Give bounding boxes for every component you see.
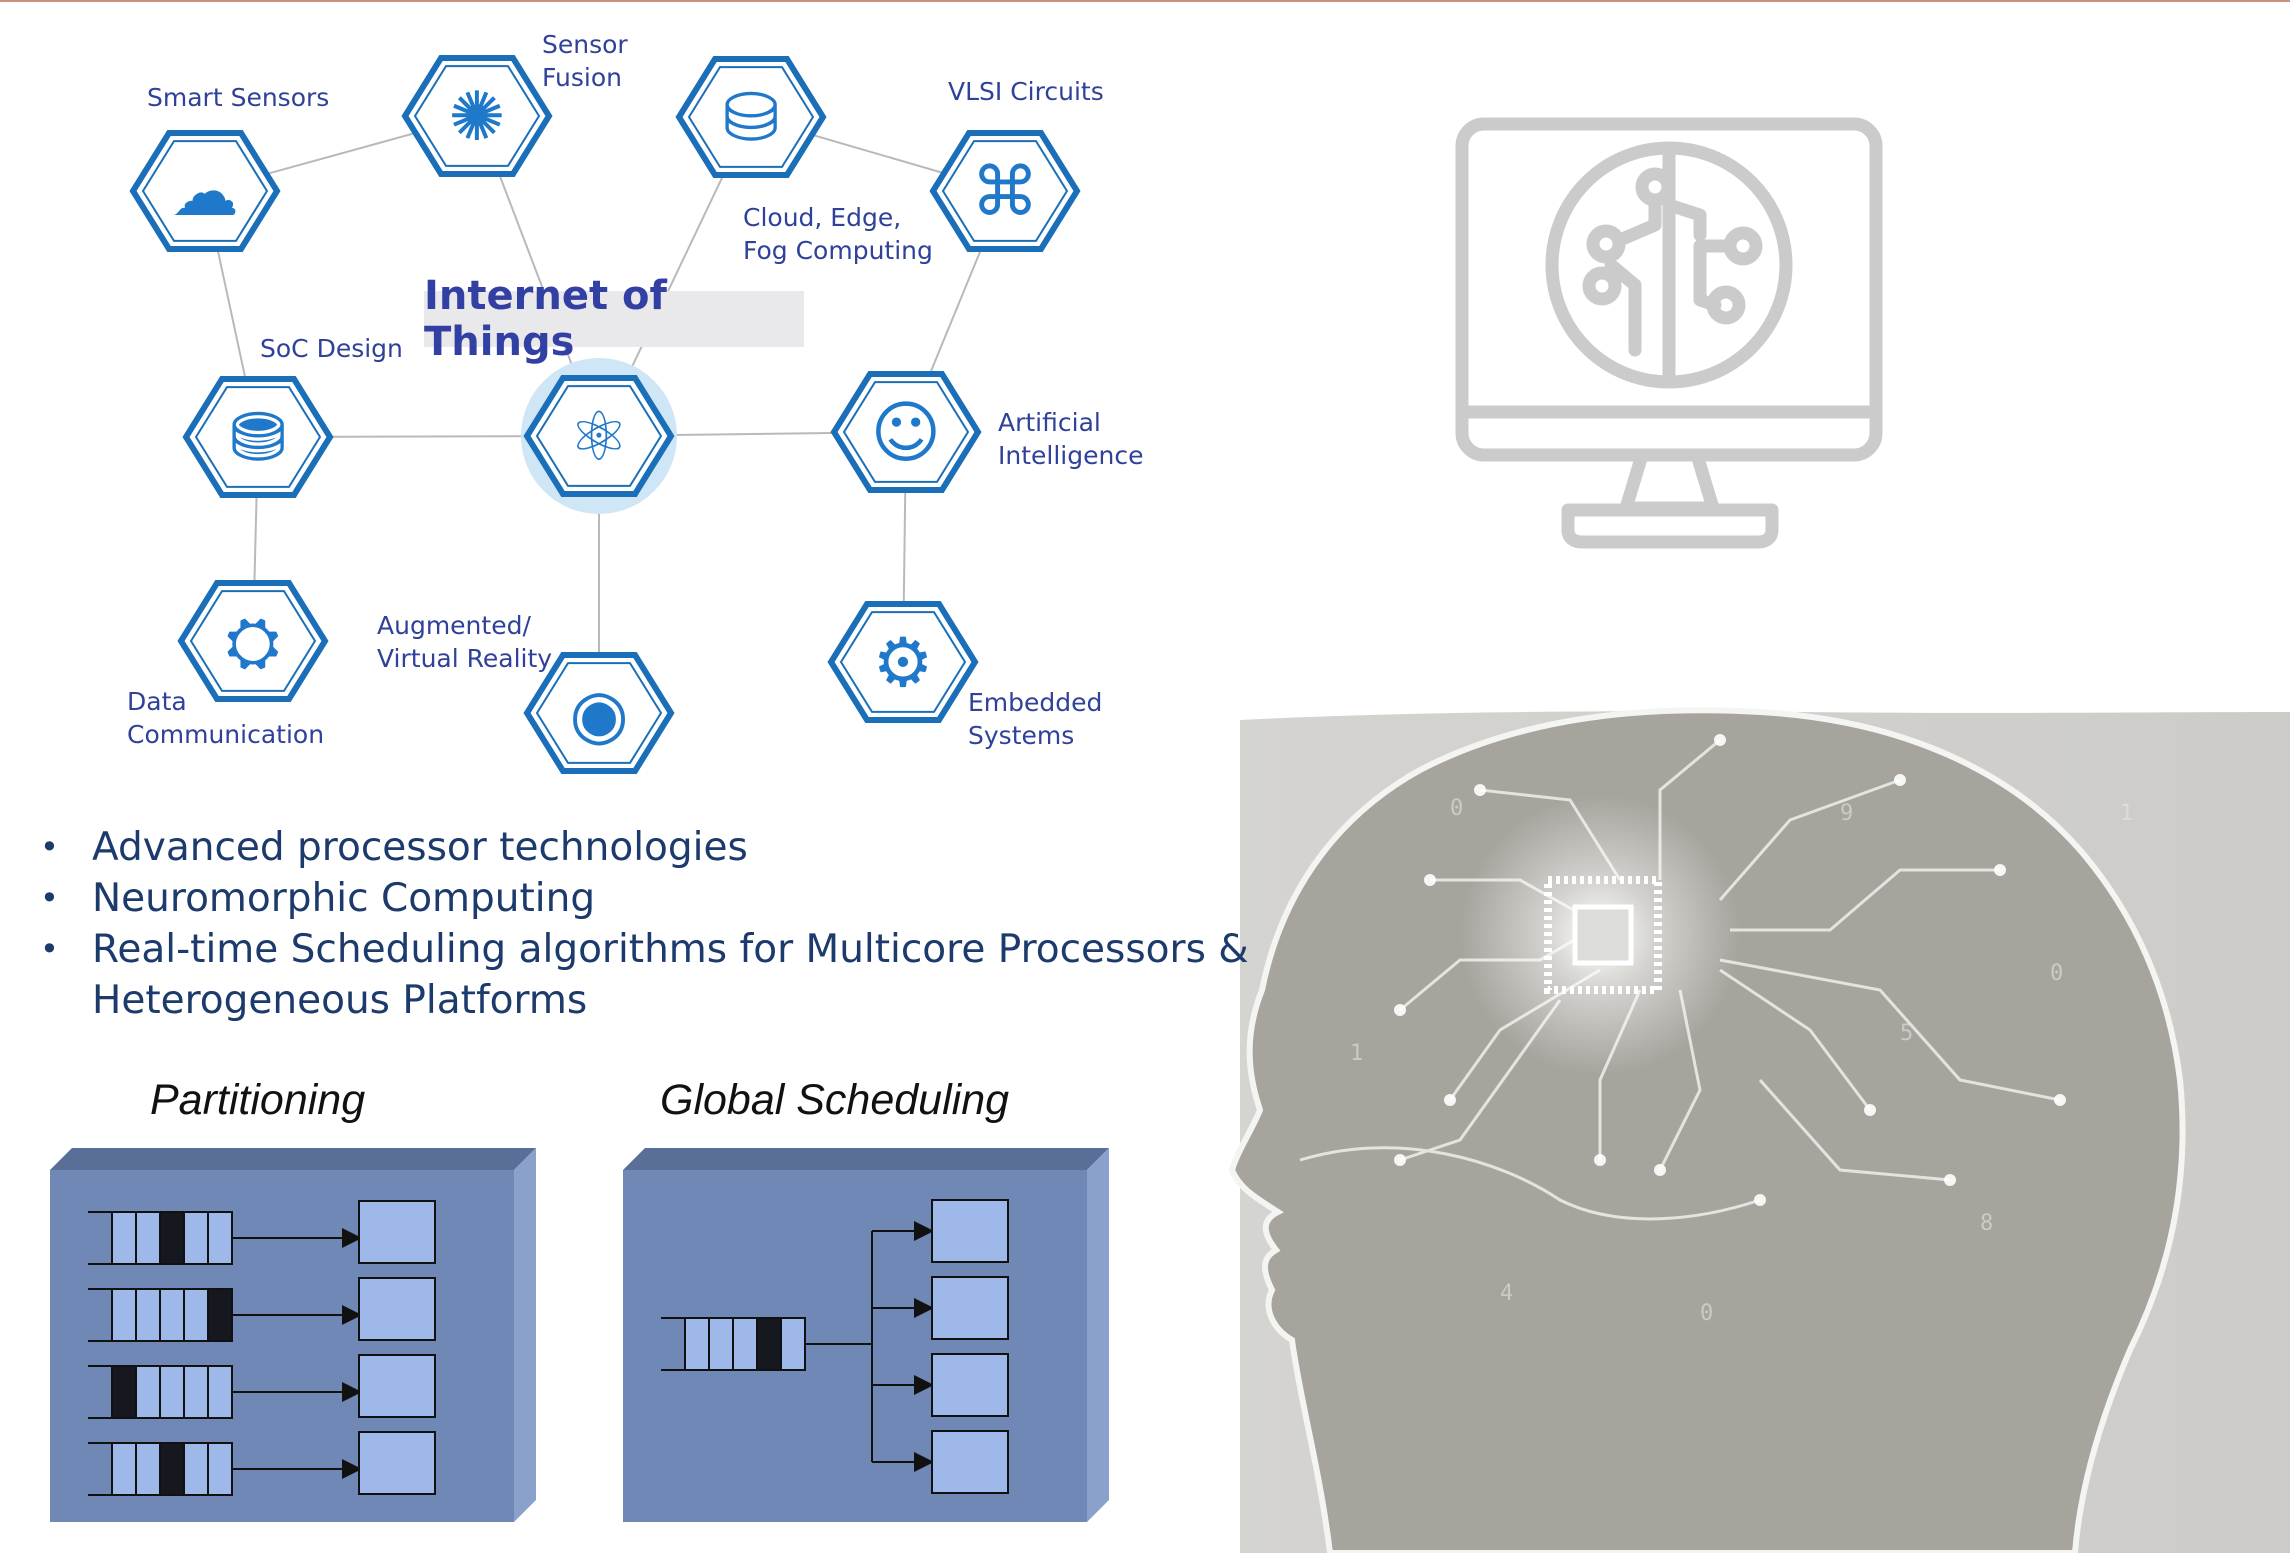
queue-slot [159, 1288, 185, 1342]
research-topics-list: Advanced processor technologies Neuromor… [40, 822, 1260, 1026]
processor-box [931, 1199, 1009, 1263]
processor-box [931, 1276, 1009, 1340]
queue-slot [183, 1288, 209, 1342]
queue-slot [780, 1317, 806, 1371]
cloud-icon: ⛁ [723, 79, 780, 158]
soc-icon: ⛃ [230, 399, 287, 478]
processor-box [931, 1430, 1009, 1494]
global-scheduling-diagram [623, 1148, 1109, 1522]
hex-node-ar-vr: ◉ [523, 652, 675, 774]
queue-slot [159, 1442, 185, 1496]
bullet-item: Neuromorphic Computing [40, 873, 1260, 924]
svg-text:0: 0 [2050, 961, 2063, 986]
partitioning-diagram [50, 1148, 536, 1522]
svg-text:1: 1 [1350, 1041, 1363, 1066]
hex-node-soc: ⛃ [182, 376, 334, 498]
svg-text:1: 1 [2120, 801, 2133, 826]
smart-sensors-icon: ☁ [171, 153, 239, 232]
processor-box [931, 1353, 1009, 1417]
hex-node-vlsi: ⌘ [929, 130, 1081, 252]
queue-slot [183, 1211, 209, 1265]
label-artificial-intelligence: Artificial Intelligence [998, 408, 1144, 470]
hex-node-sensor-fusion: ✺ [401, 55, 553, 177]
hex-node-smart-sensors: ☁ [129, 130, 281, 252]
queue-slot [135, 1288, 161, 1342]
top-accent-line [0, 0, 2290, 2]
ai-icon: ☺ [871, 394, 942, 473]
svg-text:4: 4 [1500, 1281, 1513, 1306]
svg-text:8: 8 [1980, 1211, 1993, 1236]
queue-slot [183, 1365, 209, 1419]
sensor-fusion-icon: ✺ [449, 78, 506, 157]
partitioning-title: Partitioning [150, 1076, 366, 1124]
hex-node-embedded: ⚙ [827, 601, 979, 723]
bullet-item: Advanced processor technologies [40, 822, 1260, 873]
hex-node-center: ⚛ [521, 358, 677, 514]
svg-text:5: 5 [1900, 1021, 1913, 1046]
global-scheduling-title: Global Scheduling [660, 1076, 1010, 1124]
hex-node-data-comm: ⛭ [177, 580, 329, 702]
label-soc-design: SoC Design [260, 334, 403, 363]
embedded-icon: ⚙ [873, 624, 934, 703]
svg-text:0: 0 [1700, 1301, 1713, 1326]
processor-box [358, 1431, 436, 1495]
queue-slot [207, 1442, 233, 1496]
center-icon: ⚛ [569, 398, 630, 477]
processor-box [358, 1354, 436, 1418]
queue-slot [684, 1317, 710, 1371]
processor-box [358, 1200, 436, 1264]
queue-slot [732, 1317, 758, 1371]
label-sensor-fusion: Sensor Fusion [542, 30, 628, 92]
queue-slot [111, 1365, 137, 1419]
queue-slot [708, 1317, 734, 1371]
queue-slot [111, 1442, 137, 1496]
label-data-communication: Data Communication [127, 687, 325, 749]
queue-slot [111, 1288, 137, 1342]
data-comm-icon: ⛭ [226, 603, 280, 682]
queue-slot [207, 1211, 233, 1265]
hex-node-cloud: ⛁ [675, 56, 827, 178]
queue-slot [135, 1365, 161, 1419]
label-augmented-virtual-reality: Augmented/ Virtual Reality [377, 611, 553, 673]
svg-text:0: 0 [1450, 796, 1463, 821]
label-cloud-edge-fog: Cloud, Edge, Fog Computing [743, 203, 933, 265]
processor-box [358, 1277, 436, 1341]
queue-slot [111, 1211, 137, 1265]
vlsi-icon: ⌘ [971, 153, 1039, 232]
ar-vr-icon: ◉ [569, 675, 628, 754]
label-vlsi-circuits: VLSI Circuits [948, 77, 1104, 106]
bullet-item: Real-time Scheduling algorithms for Mult… [40, 924, 1260, 1026]
queue-slot [207, 1288, 233, 1342]
queue-slot [159, 1365, 185, 1419]
hex-node-ai: ☺ [830, 371, 982, 493]
queue-slot [159, 1211, 185, 1265]
queue-slot [756, 1317, 782, 1371]
iot-hex-nodes: ☁ ✺ ⛁ ⌘ ⛃ ⚛ ☺ ⛭ ◉ ⚙ [129, 55, 1081, 774]
queue-slot [135, 1211, 161, 1265]
queue-slot [183, 1442, 209, 1496]
queue-slot [135, 1442, 161, 1496]
label-embedded-systems: Embedded Systems [968, 688, 1103, 750]
queue-slot [207, 1365, 233, 1419]
svg-text:9: 9 [1840, 801, 1853, 826]
label-smart-sensors: Smart Sensors [147, 83, 330, 112]
